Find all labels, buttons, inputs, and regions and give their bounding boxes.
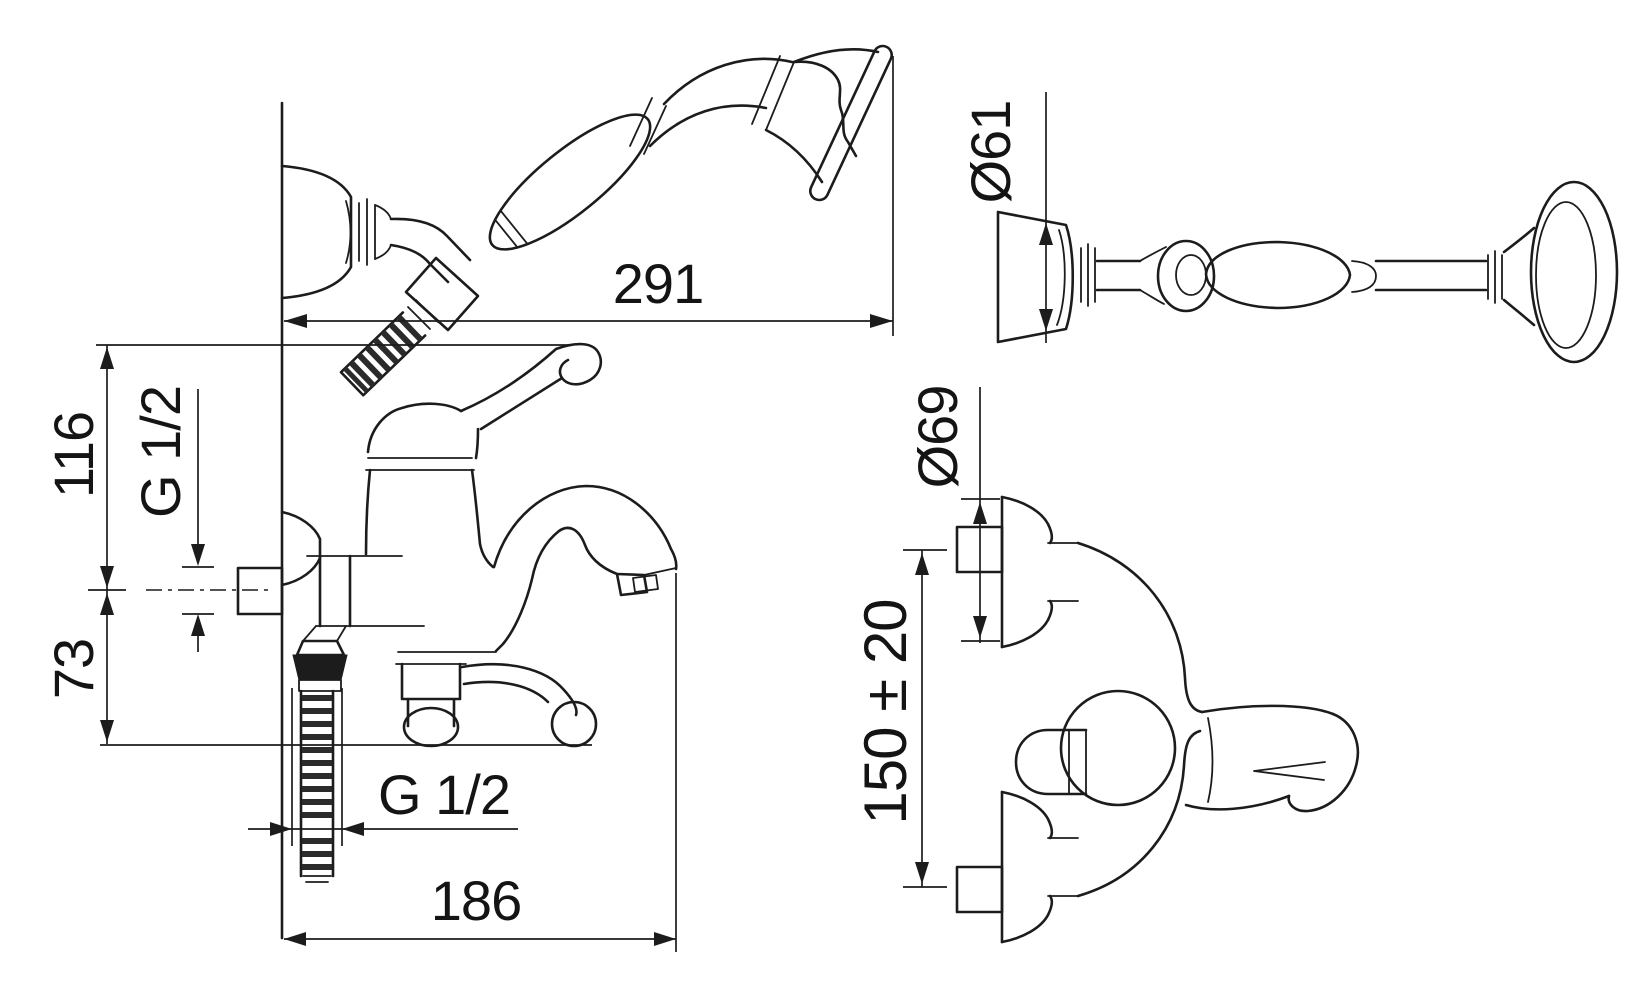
handshower-side: [488, 44, 893, 251]
dimension-overall-reach: 291: [284, 56, 894, 336]
bottom-connection: [955, 790, 1079, 944]
top-connection: [955, 495, 1079, 649]
wall-inlet: G 1/2: [129, 386, 284, 652]
holder-ring-inner: [1175, 254, 1207, 296]
handshower-handle: [1204, 240, 1503, 310]
view-side-elevation: 291: [42, 44, 894, 952]
dim-label-inlet-thread: G 1/2: [129, 386, 192, 518]
handshower-head: [1502, 180, 1619, 364]
holder-ring-outer: [1156, 239, 1216, 313]
view-front-elevation: Ø69 150 ± 20: [852, 386, 1360, 944]
dim-label-73: 73: [42, 639, 105, 699]
dim-label-hose-thread: G 1/2: [378, 763, 510, 826]
dim-label-291: 291: [613, 252, 703, 315]
handshower-wall-bracket: [280, 164, 480, 332]
dim-label-116: 116: [42, 412, 105, 498]
mixer-front-body: [1014, 541, 1360, 898]
dimension-holder-diameter: Ø61: [959, 92, 1053, 343]
dim-label-186: 186: [431, 869, 521, 932]
dimension-escutcheon-diameter: Ø69: [906, 386, 1000, 643]
holder-fork: [1139, 246, 1167, 305]
holder-stem: [1095, 259, 1142, 292]
dimension-hose-thread: G 1/2: [248, 688, 518, 846]
mixer-side: [280, 342, 678, 748]
view-handshower-profile: Ø61: [959, 92, 1619, 364]
holder-cone: [996, 210, 1096, 344]
flexible-hose: [292, 625, 348, 883]
dim-label-d69: Ø69: [906, 386, 969, 489]
dimension-connection-centres: 150 ± 20: [852, 549, 947, 888]
dim-label-d61: Ø61: [959, 101, 1022, 204]
handshower-hose-top: [339, 311, 427, 397]
dimension-heights: 116 73: [42, 345, 126, 744]
dim-label-150-20: 150 ± 20: [852, 599, 919, 824]
dimension-overall-depth: 186: [284, 573, 677, 952]
